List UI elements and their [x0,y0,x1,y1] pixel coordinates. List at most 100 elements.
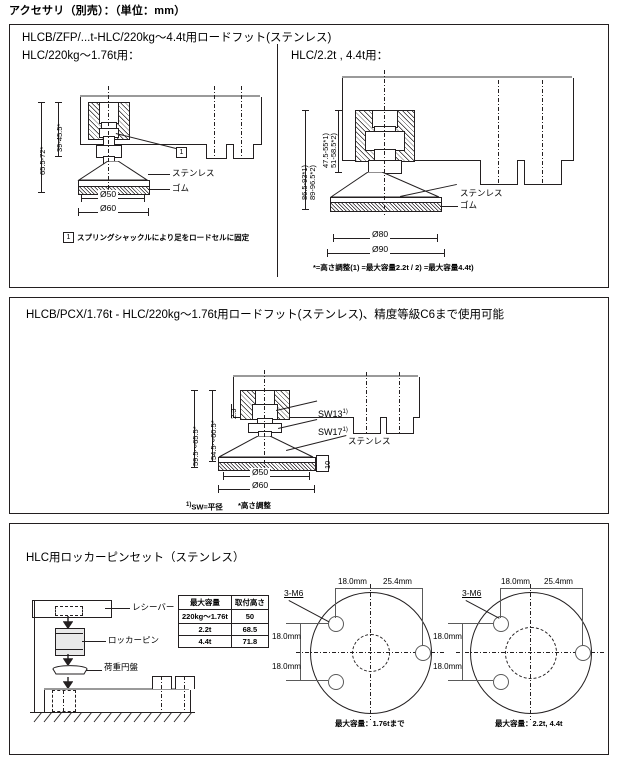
label-load-disc: 荷重円盤 [104,662,139,672]
bolt-hole-left-3 [415,645,431,661]
loadcell-stub-r2 [524,160,562,185]
flange-bore-right [505,627,557,679]
flange-right-caption: 最大容量：2.2t, 4.4t [495,719,563,728]
pcx-d50-tick-r [309,472,310,480]
section1-heading: HLCB/ZFP/...t-HLC/220kg～4.4t用ロードフット(ステンレ… [22,32,332,44]
dim-dia-outer-r: Ø90 [370,244,391,254]
rocker-pin-body [55,628,85,656]
table-row: 2.2t 68.5 [178,623,269,636]
center-line-stub-r2 [542,80,543,184]
flange-outline-right [470,592,592,714]
dim-dia-outer-line-r [327,253,444,254]
flange-right-lead-2 [448,680,493,681]
nut-r [365,131,405,151]
dim-outer-tick-top [38,102,45,103]
cell-height: 68.5 [230,623,269,636]
section2-footnote-sup: 1) [186,502,192,508]
section1-right-subheading: HLC/2.2t , 4.4t用： [291,50,389,62]
lower-loadcell-hidden [52,690,76,712]
label-stainless: ステンレス [172,168,215,178]
cell-capacity: 4.4t [178,635,232,648]
flange-left-dim-top-right: 25.4mm [383,577,412,586]
center-line-vertical [108,86,109,196]
mounting-height-table: 最大容量 取付高さ 220kg～1.76t 50 2.2t 68.5 4.4t … [178,595,269,648]
foot-pad-rubber-r [330,202,442,212]
flange-left-dim-side-bottom: 18.0mm [272,662,301,671]
ground-hatch [33,712,193,723]
dim-outer-tick-bottom-r [302,209,309,210]
label-receiver: レシーバー [132,602,175,612]
flange-right-ext-1 [500,588,501,618]
arrow-down-1 [63,616,73,628]
flange-right-dim-side-top: 18.0mm [433,632,462,641]
flange-bore-left [352,634,390,672]
center-line-vertical-r [384,70,385,215]
flange-left-ext-1 [335,588,336,618]
flange-left-bolt-label: 3-M6 [284,588,304,598]
dim-inner-tick-top [55,102,62,103]
pcx-dim-inner-line [212,390,213,462]
label-sw17-text: SW17 [318,427,343,437]
table-row: 4.4t 71.8 [178,635,269,648]
flange-left-dimline-top [335,588,423,589]
flange-right-dim-side-bottom: 18.0mm [433,662,462,671]
leader-rubber [148,189,170,190]
footnote-mark-box: 1 [63,232,74,243]
flange-left-lead-2 [286,680,328,681]
label-stainless-r: ステンレス [460,188,503,198]
section2-footnote-text: SW=平径 [191,502,223,512]
rocker-pin-line-top [55,633,83,634]
dim-inner-height-line-r [338,110,339,173]
bolt-hole-right-1 [493,616,509,632]
ground-line [30,712,195,713]
dim-outer-height: 65.5-72* [38,146,47,175]
lower-center-stub-1 [161,676,162,710]
page-title: アクセサリ（別売）：（単位：mm） [9,5,186,17]
flange-left-caption: 最大容量：1.76tまで [335,719,405,728]
flange-hcenter-right [456,652,604,653]
section1-left-subheading: HLC/220kg～1.76t用： [22,50,140,62]
section1-right-footnote: *=高さ調整(1) =最大容量2.2t / 2) =最大容量4.4t) [313,263,474,272]
section1-divider [277,44,278,277]
label-sw13-text: SW13 [318,409,343,419]
receiver-body [32,600,112,618]
loadcell-body-r [342,78,574,111]
center-line-stub-r1 [498,80,499,184]
flange-right-lead-1 [448,623,493,624]
dim-dia-outer-tick-r [148,208,149,216]
pcx-dim-d60-line [218,489,314,490]
pcx-center-line [264,370,265,475]
flange-left-ext-2 [422,588,423,646]
dim-dia-inner: Ø50 [98,189,119,199]
dim-dia-inner-line-r [333,238,437,239]
pcx-loadcell-upper [233,377,420,391]
dim-dia-inner-line [81,198,144,199]
pcx-pad-thickness-box [316,455,329,472]
leader-load-disc [86,670,102,671]
leader-rubber-r [440,206,458,207]
pcx-dim-d50-line [223,476,309,477]
loadcell-stub-2 [233,144,254,159]
flange-right-bolt-label: 3-M6 [462,588,482,598]
bolt-hole-left-2 [328,674,344,690]
dim-inner-tick-bottom [55,156,62,157]
pcx-dim-gap-line [231,404,232,418]
dim-dia80-tick-r [437,234,438,242]
center-line-stub-1 [214,86,215,158]
section3-heading: HLC用ロッカーピンセット（ステンレス） [26,552,245,564]
pcx-center-stub-2 [399,372,400,434]
flange-left-lead-1 [286,623,328,624]
flange-hcenter-left [296,652,444,653]
section1-left-footnote: スプリングシャックルにより足をロードセルに固定 [77,233,250,242]
bolt-hole-left-1 [328,616,344,632]
pcx-stub-2 [386,417,414,434]
label-sw13-sup: 1) [342,409,348,415]
label-sw17-sup: 1) [342,427,348,433]
pcx-d60-tick-r [314,485,315,493]
bolt-hole-right-3 [575,645,591,661]
leader-receiver [105,608,130,609]
dim-outer-tick-top-r [302,110,309,111]
flange-left-dimline-side [300,623,301,681]
dim-dia-outer: Ø60 [98,203,119,213]
